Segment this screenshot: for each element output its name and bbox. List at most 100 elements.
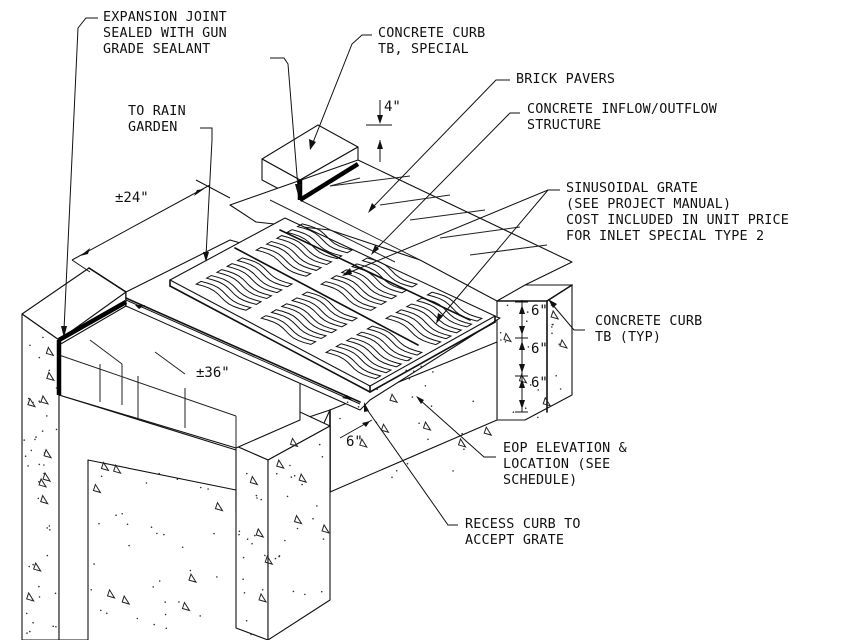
stipple-triangle bbox=[45, 346, 55, 357]
stipple-dot bbox=[189, 569, 192, 572]
stipple-dot bbox=[245, 619, 248, 622]
grate-slot bbox=[275, 235, 333, 266]
stipple-dot bbox=[238, 530, 241, 533]
dim-6in-mid: 6" bbox=[531, 341, 548, 357]
stipple-triangle bbox=[255, 527, 265, 538]
grate-slot bbox=[426, 291, 484, 322]
stipple-dot bbox=[164, 613, 167, 616]
stipple-dot bbox=[254, 534, 256, 537]
stipple-dot bbox=[293, 474, 296, 477]
grate-slot bbox=[270, 309, 328, 340]
stipple-dot bbox=[150, 526, 153, 528]
stipple-dot bbox=[250, 633, 252, 636]
stipple-dot bbox=[286, 495, 289, 498]
stipple-dot bbox=[559, 388, 562, 390]
stipple-dot bbox=[30, 449, 33, 452]
stipple-triangle bbox=[542, 396, 552, 407]
stipple-dot bbox=[424, 385, 427, 387]
stipple-dot bbox=[38, 585, 40, 588]
stipple-dot bbox=[408, 378, 411, 380]
stipple-dot bbox=[54, 592, 57, 595]
stipple-dot bbox=[52, 625, 54, 628]
label-brick-pavers: BRICK PAVERS bbox=[516, 72, 616, 87]
stipple-dot bbox=[213, 532, 215, 535]
stipple-dot bbox=[418, 422, 420, 425]
stipple-dot bbox=[537, 416, 539, 419]
stipple-dot bbox=[504, 341, 507, 343]
label-recess-curb: RECESS CURB TO ACCEPT GRATE bbox=[465, 517, 581, 548]
dim-4in: 4" bbox=[384, 99, 401, 115]
stipple-dot bbox=[43, 452, 46, 454]
stipple-triangle bbox=[559, 338, 569, 349]
stipple-triangle bbox=[100, 461, 110, 472]
stipple-triangle bbox=[121, 594, 131, 605]
stipple-dot bbox=[25, 612, 28, 615]
stipple-dot bbox=[463, 448, 465, 451]
grate-slot bbox=[395, 309, 453, 340]
stipple-dot bbox=[321, 456, 324, 458]
stipple-triangle bbox=[42, 471, 52, 482]
stipple-triangle bbox=[40, 494, 49, 505]
stipple-dot bbox=[121, 513, 123, 515]
stipple-dot bbox=[555, 375, 557, 377]
stipple-dot bbox=[274, 557, 277, 560]
stipple-dot bbox=[106, 612, 108, 615]
stipple-dot bbox=[115, 514, 117, 516]
stipple-dot bbox=[246, 472, 248, 475]
stipple-dot bbox=[46, 554, 49, 557]
concrete-stipple bbox=[23, 304, 569, 636]
grate-slot bbox=[259, 315, 317, 345]
stipple-dot bbox=[100, 609, 102, 612]
stipple-dot bbox=[312, 517, 314, 520]
stipple-triangle bbox=[181, 601, 191, 612]
stipple-triangle bbox=[389, 393, 399, 404]
grate-slot bbox=[215, 269, 273, 300]
stipple-triangle bbox=[264, 554, 274, 565]
dimension-lines bbox=[71, 100, 528, 439]
grate-slot bbox=[285, 229, 344, 260]
grate-slot bbox=[355, 331, 413, 362]
stipple-triangle bbox=[276, 458, 285, 469]
stipple-dot bbox=[42, 336, 44, 339]
stipple-dot bbox=[261, 589, 264, 591]
stipple-triangle bbox=[40, 394, 50, 405]
grate-slot bbox=[335, 343, 393, 374]
stipple-dot bbox=[181, 546, 184, 549]
stipple-dot bbox=[500, 339, 502, 341]
stipple-dot bbox=[293, 444, 295, 446]
stipple-dot bbox=[43, 472, 45, 475]
stipple-dot bbox=[242, 556, 245, 559]
stipple-dot bbox=[48, 525, 51, 527]
stipple-dot bbox=[178, 601, 180, 603]
stipple-dot bbox=[38, 463, 41, 466]
dim-24in: ±24" bbox=[115, 190, 149, 206]
stipple-dot bbox=[551, 323, 554, 326]
stipple-dot bbox=[537, 389, 539, 391]
stipple-dot bbox=[158, 580, 161, 582]
stipple-triangle bbox=[106, 588, 116, 599]
stipple-triangle bbox=[26, 591, 35, 602]
stipple-triangle bbox=[258, 592, 268, 603]
stipple-triangle bbox=[483, 425, 493, 436]
stipple-dot bbox=[430, 405, 433, 407]
stipple-dot bbox=[26, 632, 28, 634]
stipple-dot bbox=[292, 590, 295, 593]
dim-6in-top: 6" bbox=[531, 303, 548, 319]
stipple-dot bbox=[527, 346, 530, 348]
leader-lines bbox=[61, 17, 585, 526]
stipple-dot bbox=[55, 387, 58, 389]
stipple-dot bbox=[427, 438, 429, 441]
dim-36in: ±36" bbox=[196, 365, 230, 381]
stipple-dot bbox=[55, 428, 58, 431]
stipple-dot bbox=[48, 369, 51, 372]
stipple-dot bbox=[461, 432, 464, 435]
stipple-dot bbox=[391, 476, 393, 479]
stipple-dot bbox=[46, 527, 48, 529]
stipple-dot bbox=[357, 406, 360, 408]
stipple-triangle bbox=[422, 420, 432, 431]
stipple-dot bbox=[32, 401, 34, 404]
stipple-dot bbox=[452, 470, 454, 472]
stipple-dot bbox=[126, 523, 129, 526]
stipple-dot bbox=[29, 630, 31, 633]
stipple-dot bbox=[472, 400, 475, 403]
